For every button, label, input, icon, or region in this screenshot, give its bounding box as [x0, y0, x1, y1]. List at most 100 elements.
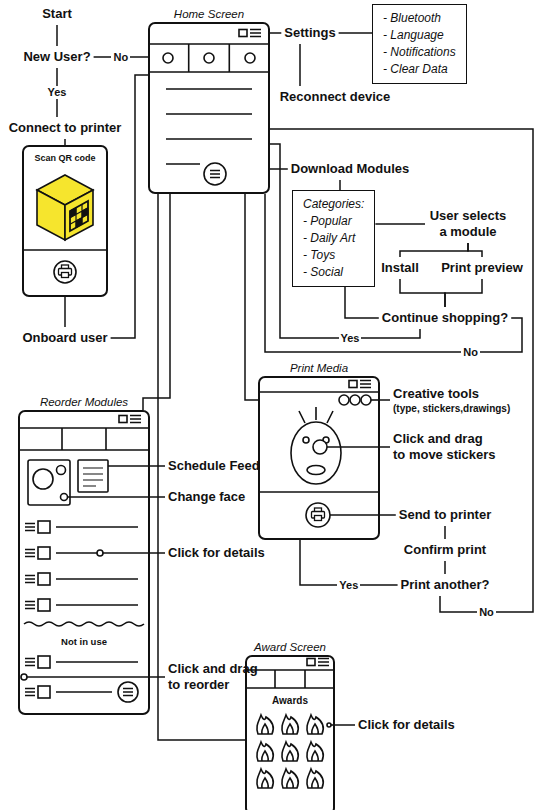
home-screen-art-part [204, 163, 226, 185]
award-screen-art-part [282, 715, 298, 734]
print-media-art-part [330, 514, 380, 516]
flow-line [111, 75, 148, 338]
flow-step: Send to printer [396, 504, 494, 526]
step-label: Click for details [168, 545, 265, 561]
reorder-screen-art-part [38, 656, 50, 668]
qr-screen-art-part [70, 201, 88, 231]
print-media-art-part [307, 466, 325, 475]
step-label: Click and drag to move stickers [393, 431, 497, 463]
screen-title: Home Screen [126, 7, 292, 21]
flow-line [56, 25, 58, 46]
flow-line [335, 724, 355, 726]
step-label: Onboard user [22, 330, 107, 346]
reorder-screen-art-part [119, 416, 141, 423]
reorder-screen-art-part [56, 691, 112, 693]
reorder-screen-art-part [25, 576, 35, 583]
list-item: - Daily Art [303, 230, 364, 247]
list-item: - Toys [303, 247, 364, 264]
print-media-art-part [258, 391, 380, 393]
flow-step: Download Modules [288, 158, 412, 180]
flow-step: Print preview [438, 257, 526, 279]
step-label: (type, stickers,drawings) [393, 402, 510, 415]
flow-line [400, 243, 468, 257]
reorder-screen-art-part [38, 547, 50, 559]
screen-text: Not in use [0, 636, 172, 649]
award-screen-art-part [307, 742, 323, 761]
award-screen-art-part [327, 723, 331, 727]
print-media-art-part [313, 440, 327, 454]
list-item: Categories: [303, 196, 364, 213]
reorder-screen-art-part [123, 689, 133, 696]
qr-screen-art-part [37, 190, 65, 240]
flow-line [339, 32, 372, 34]
screen-title: Reorder Modules [0, 395, 172, 409]
flow-step: Print another? [398, 574, 493, 596]
print-media-art-part [327, 446, 380, 448]
qr-screen-art [22, 175, 108, 283]
flow-line [468, 243, 482, 257]
flow-step: Continue shopping? [379, 307, 511, 329]
award-screen-art-part [282, 742, 298, 761]
qr-screen-art-part [59, 265, 72, 278]
reorder-screen-art-part [38, 573, 50, 585]
list-item: - Popular [303, 213, 364, 230]
print-media-art-part [350, 395, 360, 405]
flow-step: Confirm print [401, 539, 489, 561]
flow-line [380, 514, 396, 516]
screen-text: Awards [223, 694, 357, 707]
branch-label: No [477, 606, 496, 619]
flow-line [64, 297, 66, 327]
step-label: New User? [23, 49, 90, 65]
phone-screen: Award ScreenAwards [245, 655, 335, 810]
print-media-art-part [258, 491, 380, 493]
print-media-art-part [312, 508, 325, 521]
flow-line [380, 446, 390, 448]
flow-step: Start [39, 3, 75, 25]
phone-screen: Print Media [258, 376, 380, 540]
step-label: Click for details [358, 717, 455, 733]
flow-line [245, 194, 258, 400]
reorder-screen-art-part [28, 460, 70, 505]
option-list: - Bluetooth- Language- Notifications- Cl… [372, 4, 467, 84]
phone-screen: Home Screen [148, 22, 270, 194]
screen-title: Award Screen [223, 640, 357, 654]
reorder-screen-art-part [38, 521, 50, 533]
reorder-screen-art-part [38, 686, 50, 698]
print-media-art-part [303, 437, 309, 443]
reorder-screen-art-part [21, 674, 27, 680]
branch-label: Yes [339, 332, 362, 345]
flow-line [150, 552, 165, 554]
flow-step: Reconnect device [277, 86, 394, 108]
print-media-art-part [306, 503, 330, 527]
reorder-screen-art-part [56, 526, 138, 528]
flow-line [445, 279, 482, 307]
branch-label: No [461, 346, 480, 359]
flow-step: New User? [20, 46, 93, 68]
flow-step: Click and drag to reorder [165, 658, 275, 696]
flow-line [444, 561, 446, 574]
flow-step: Creative tools(type, stickers,drawings) [390, 383, 513, 418]
print-media-art-part [339, 395, 349, 405]
award-screen-art [245, 659, 335, 789]
reorder-screen-art-part [118, 682, 138, 702]
step-label: Print preview [441, 260, 523, 276]
option-list: Categories:- Popular- Daily Art- Toys- S… [292, 190, 375, 287]
step-label: Schedule Feed [168, 458, 260, 474]
reorder-screen-art-part [56, 578, 138, 580]
qr-screen-art-part [70, 208, 88, 228]
step-label: Reconnect device [280, 89, 391, 105]
branch-label: Yes [46, 86, 69, 99]
award-screen-art-part [257, 742, 273, 761]
step-label: Download Modules [291, 161, 409, 177]
flow-step: Settings [281, 22, 338, 44]
step-label: Print another? [401, 577, 490, 593]
step-label: Send to printer [399, 507, 491, 523]
reorder-screen-art-part [38, 599, 50, 611]
print-media-art-part [299, 407, 333, 423]
reorder-screen-art-part [78, 460, 108, 492]
screen-text: Scan QR code [0, 152, 130, 164]
reorder-screen-art-part [61, 494, 68, 501]
phone-screen: Reorder ModulesNot in use [18, 410, 150, 715]
flow-step: Onboard user [19, 327, 110, 349]
